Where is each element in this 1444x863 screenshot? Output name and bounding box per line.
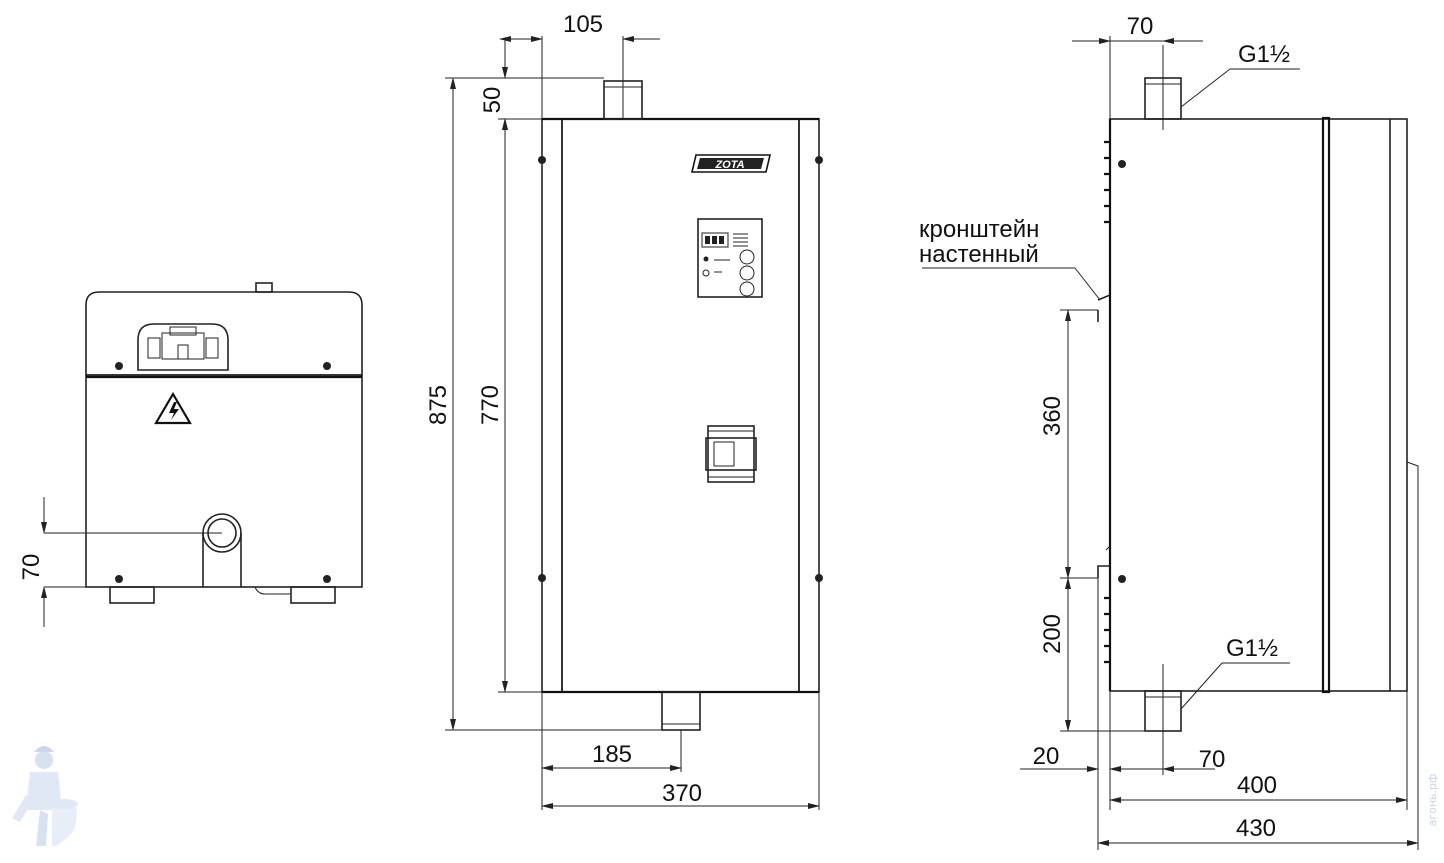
site-watermark: агонь.рф [1426, 774, 1439, 827]
bottom-view: 70 [18, 282, 363, 627]
dim-370: 370 [662, 780, 702, 807]
plumber-mascot-icon [12, 746, 78, 846]
bracket-label-line1: кронштейн [919, 216, 1039, 243]
dim-185: 185 [592, 741, 632, 768]
bracket-label-line2: настенный [919, 241, 1039, 268]
dim-side-70-top: 70 [1127, 13, 1154, 40]
side-view: G1½ G1½ кронштейн настенный 70 360 200 2… [919, 13, 1419, 850]
dim-875: 875 [425, 385, 452, 425]
thread-top-label: G1½ [1238, 41, 1290, 68]
high-voltage-warning-icon [154, 391, 192, 425]
front-view: ZOTA [425, 11, 823, 810]
dim-430: 430 [1236, 815, 1276, 842]
svg-text:ZOTA: ZOTA [714, 159, 744, 171]
dim-400: 400 [1237, 772, 1277, 799]
dim-200: 200 [1039, 614, 1066, 654]
zota-logo: ZOTA [690, 154, 772, 173]
cooling-ribs [1104, 140, 1111, 664]
dim-360: 360 [1039, 396, 1066, 436]
thread-bottom-label: G1½ [1226, 635, 1278, 662]
dim-20: 20 [1033, 743, 1060, 770]
dim-105: 105 [563, 11, 603, 38]
circuit-breaker [705, 425, 757, 483]
dim-770: 770 [477, 385, 504, 425]
dim-50: 50 [479, 87, 506, 114]
dim-bottom-70: 70 [18, 554, 45, 581]
dim-side-70-bottom: 70 [1199, 746, 1226, 773]
control-panel [697, 218, 763, 298]
